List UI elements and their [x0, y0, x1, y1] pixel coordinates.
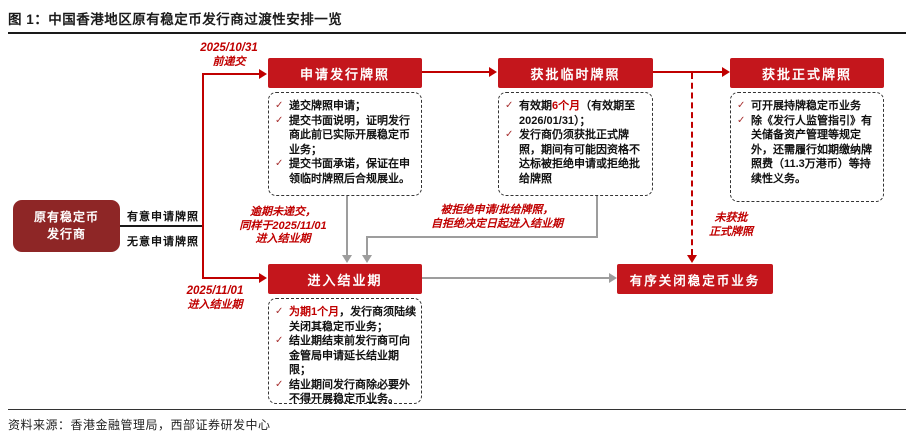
checklist-item: ✓ 可开展持牌稳定币业务 [737, 99, 879, 114]
branch-label-intend: 有意申请牌照 [127, 211, 199, 223]
connector-rejected-horizontal [366, 236, 598, 238]
arrowhead-apply-to-temp [489, 67, 497, 77]
check-icon: ✓ [275, 306, 284, 317]
branch-label-not-intend: 无意申请牌照 [127, 236, 199, 248]
label-not-approved-note: 未获批正式牌照 [699, 212, 763, 239]
connector-branch-vertical [202, 73, 204, 279]
label-line: 2025/11/01 [186, 285, 244, 297]
connector-winddown-to-close [422, 277, 610, 279]
checklist-item: ✓ 提交书面承诺，保证在申领临时牌照后合规展业。 [275, 157, 417, 186]
detail-temporary-terms: ✓ 有效期6个月（有效期至2026/01/31）； ✓ 发行商仍须获批正式牌照，期间有… [498, 92, 653, 196]
check-icon: ✓ [737, 100, 746, 111]
connector-apply-to-temp [422, 71, 491, 73]
detail-formal-obligations: ✓ 可开展持牌稳定币业务 ✓ 除《发行人监管指引》有关储备资产管理等规定外，还需履行如… [730, 92, 884, 202]
arrowhead-temp-to-formal [722, 67, 730, 77]
source-note: 资料来源：香港金融管理局，西部证券研发中心 [8, 418, 271, 432]
node-original-issuer: 原有稳定币发行商 [13, 200, 120, 252]
label-line: 进入结业期 [187, 298, 243, 311]
detail-apply-requirements: ✓ 递交牌照申请； ✓ 提交书面说明，证明发行商此前已实际开展稳定币业务； ✓ 提交书面承… [268, 92, 422, 196]
connector-to-winddown [202, 277, 260, 279]
label-line: 2025/10/31 [200, 42, 258, 54]
check-icon: ✓ [275, 158, 284, 169]
arrowhead-rejected-drop [362, 255, 372, 263]
label-line: 自拒绝决定日起进入结业期 [431, 217, 563, 230]
checklist-item: ✓ 有效期6个月（有效期至2026/01/31）； [505, 99, 648, 128]
checklist-item-text: 为期1个月，发行商须陆续关闭其稳定币业务； [289, 306, 417, 333]
connector-rejected-down [596, 196, 598, 238]
check-icon: ✓ [505, 129, 514, 140]
arrowhead-winddown-to-close [609, 273, 617, 283]
check-icon: ✓ [275, 100, 284, 111]
node-temporary-license: 获批临时牌照 [498, 58, 653, 88]
connector-rejected-drop [366, 236, 368, 255]
label-line: 发行商 [46, 227, 86, 241]
checklist-item: ✓ 结业期间发行商除必要外不得开展稳定币业务。 [275, 378, 417, 407]
arrowhead-not-approved [687, 255, 697, 263]
detail-winddown-rules: ✓ 为期1个月，发行商须陆续关闭其稳定币业务； ✓ 结业期结束前发行商可向金管局申请延… [268, 298, 422, 407]
checklist-item-text: 结业期间发行商除必要外不得开展稳定币业务。 [289, 378, 410, 406]
checklist-item: ✓ 提交书面说明，证明发行商此前已实际开展稳定币业务； [275, 114, 417, 158]
checklist-item-text: 提交书面说明，证明发行商此前已实际开展稳定币业务； [289, 114, 410, 156]
connector-temp-to-formal [653, 71, 723, 73]
node-winddown-period: 进入结业期 [268, 264, 422, 294]
checklist-item: ✓ 递交牌照申请； [275, 99, 417, 114]
check-icon: ✓ [737, 114, 746, 126]
label-rejected-note: 被拒绝申请/批给牌照，自拒绝决定日起进入结业期 [396, 204, 598, 231]
checklist-item: ✓ 为期1个月，发行商须陆续关闭其稳定币业务； [275, 305, 417, 334]
check-icon: ✓ [275, 378, 284, 390]
check-icon: ✓ [505, 100, 514, 111]
connector-to-apply [202, 73, 260, 75]
checklist-item-text: 递交牌照申请； [289, 100, 366, 112]
label-line: 未获批 [714, 212, 748, 224]
connector-overdue-down [346, 196, 348, 255]
label-line: 逾期未递交， [250, 206, 316, 218]
arrowhead-overdue-down [342, 255, 352, 263]
label-line: 同样于2025/11/01 [239, 219, 327, 232]
arrowhead-to-winddown [259, 273, 267, 283]
label-line: 正式牌照 [709, 225, 753, 238]
figure-title: 图 1：中国香港地区原有稳定币发行商过渡性安排一览 [8, 12, 343, 27]
connector-not-approved-dashed [691, 73, 693, 255]
label-line: 原有稳定币 [33, 210, 99, 224]
check-icon: ✓ [275, 114, 284, 126]
label-line: 前递交 [212, 55, 246, 68]
check-icon: ✓ [275, 335, 284, 346]
checklist-item-text: 提交书面承诺，保证在申领临时牌照后合规展业。 [289, 158, 410, 185]
label-line: 进入结业期 [255, 233, 311, 245]
label-line: 被拒绝申请/批给牌照， [440, 204, 554, 216]
checklist-item: ✓ 除《发行人监管指引》有关储备资产管理等规定外，还需履行如期缴纳牌照费（11.3… [737, 114, 879, 187]
checklist-item-text: 发行商仍须获批正式牌照，期间有可能因资格不达标被拒绝申请或拒绝批给牌照 [519, 129, 640, 185]
node-close-business: 有序关闭稳定币业务 [617, 264, 773, 294]
footer-divider [8, 409, 906, 410]
checklist-item: ✓ 发行商仍须获批正式牌照，期间有可能因资格不达标被拒绝申请或拒绝批给牌照 [505, 128, 648, 186]
checklist-item-text: 可开展持牌稳定币业务 [751, 100, 861, 112]
title-divider [8, 32, 906, 34]
connector-origin-stub [120, 225, 204, 227]
node-formal-license: 获批正式牌照 [730, 58, 884, 88]
node-apply-license: 申请发行牌照 [268, 58, 422, 88]
arrowhead-to-apply [259, 69, 267, 79]
checklist-item-text: 有效期6个月（有效期至2026/01/31）； [519, 100, 636, 127]
checklist-item-text: 除《发行人监管指引》有关储备资产管理等规定外，还需履行如期缴纳牌照费（11.3万… [751, 114, 872, 185]
checklist-item-text: 结业期结束前发行商可向金管局申请延长结业期限； [289, 335, 410, 376]
checklist-item: ✓ 结业期结束前发行商可向金管局申请延长结业期限； [275, 334, 417, 378]
